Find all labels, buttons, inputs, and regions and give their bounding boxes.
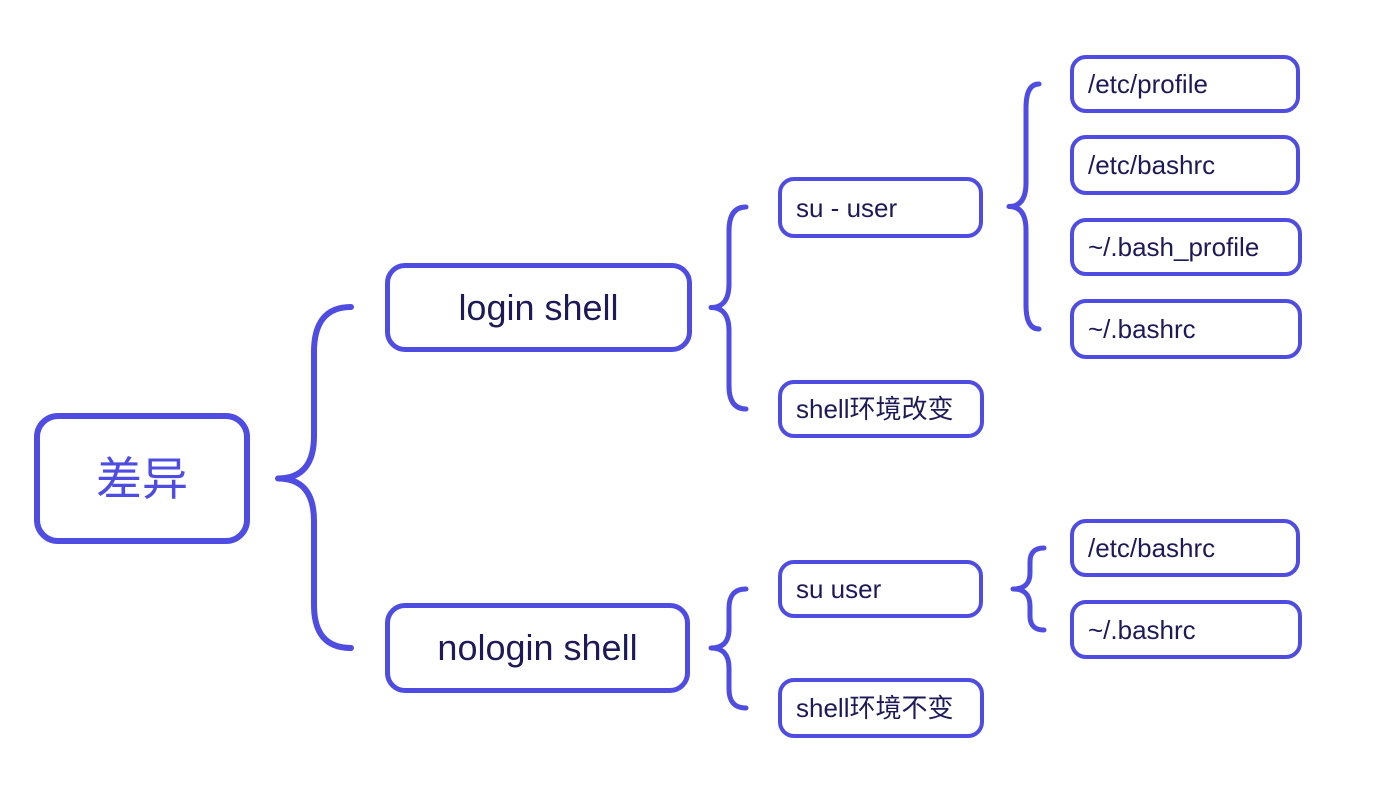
node-etc-bashrc-nologin[interactable]: /etc/bashrc (1070, 519, 1300, 577)
node-login-shell-label: login shell (458, 286, 619, 328)
brace-nologin-to-children (708, 586, 749, 711)
node-su-dash-user-label: su - user (796, 192, 898, 223)
node-bashrc-login-label: ~/.bashrc (1088, 314, 1196, 344)
node-bashrc-nologin[interactable]: ~/.bashrc (1070, 600, 1302, 659)
node-su-user[interactable]: su user (778, 560, 983, 618)
node-nologin-shell[interactable]: nologin shell (385, 603, 690, 693)
brace-login-to-children (708, 204, 749, 412)
node-root-label: 差异 (96, 452, 188, 505)
node-shell-env-unchanged[interactable]: shell环境不变 (778, 678, 984, 738)
node-etc-bashrc-login-label: /etc/bashrc (1088, 150, 1216, 180)
brace-su-user-to-files (1010, 545, 1047, 633)
node-etc-profile-label: /etc/profile (1088, 69, 1208, 99)
node-etc-bashrc-login[interactable]: /etc/bashrc (1070, 135, 1300, 195)
node-nologin-shell-label: nologin shell (437, 627, 638, 668)
node-su-dash-user[interactable]: su - user (778, 177, 983, 238)
node-su-user-label: su user (796, 574, 882, 604)
node-bashrc-nologin-label: ~/.bashrc (1088, 614, 1196, 645)
node-bash-profile[interactable]: ~/.bash_profile (1070, 218, 1302, 276)
brace-su-dash-user-to-files (1006, 81, 1042, 332)
node-etc-profile[interactable]: /etc/profile (1070, 55, 1300, 113)
node-root[interactable]: 差异 (34, 413, 250, 544)
node-etc-bashrc-nologin-label: /etc/bashrc (1088, 533, 1216, 563)
brace-root-to-branches (275, 304, 354, 651)
node-shell-env-changed-label: shell环境改变 (796, 394, 954, 424)
node-bash-profile-label: ~/.bash_profile (1088, 232, 1260, 262)
node-login-shell[interactable]: login shell (385, 263, 692, 352)
node-bashrc-login[interactable]: ~/.bashrc (1070, 299, 1302, 359)
node-shell-env-changed[interactable]: shell环境改变 (778, 380, 984, 438)
node-shell-env-unchanged-label: shell环境不变 (796, 693, 954, 723)
